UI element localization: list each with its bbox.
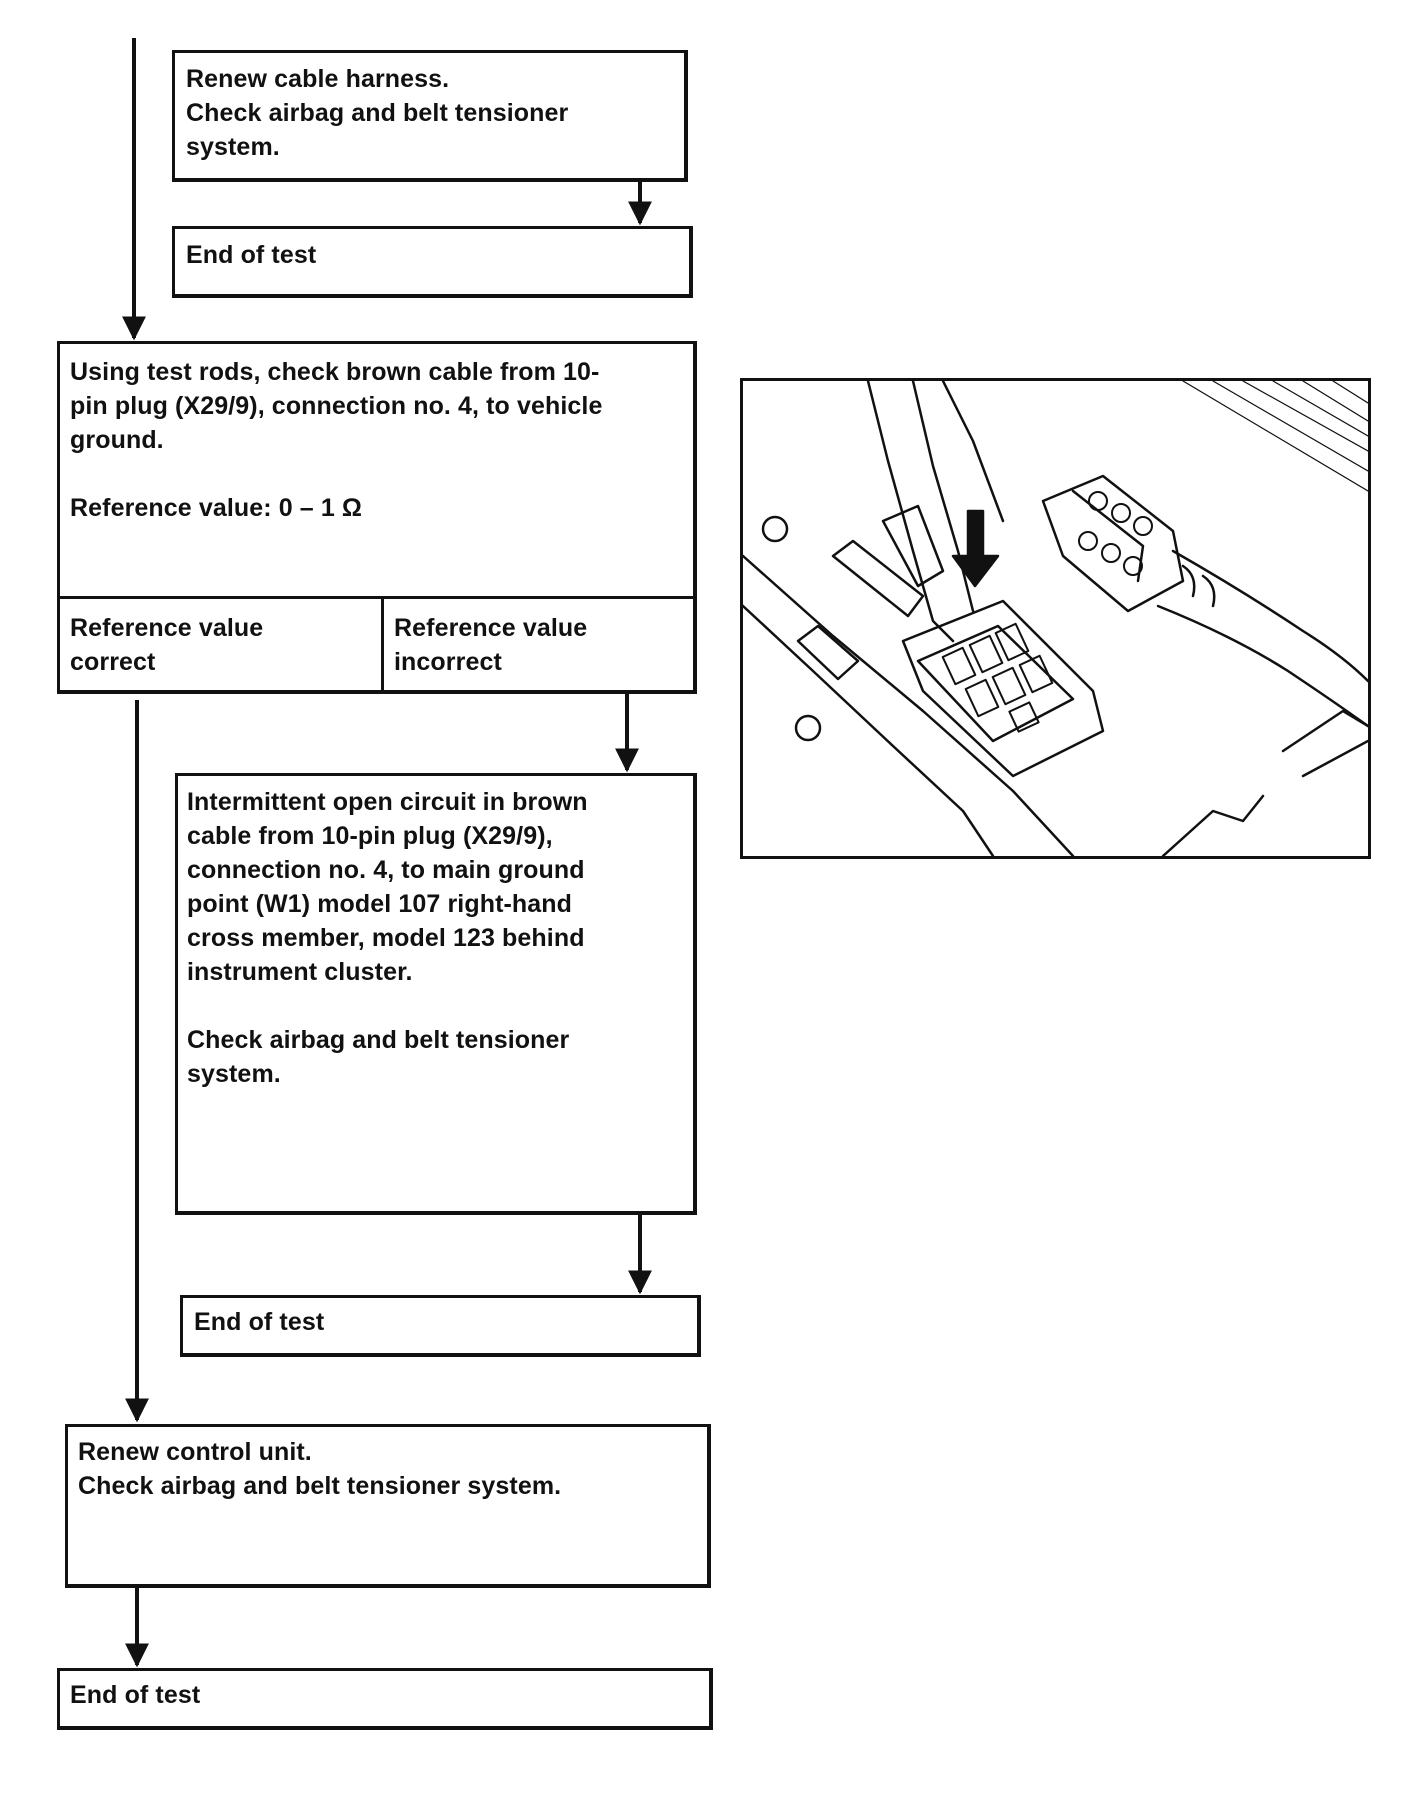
box-end-of-test-1 [172,226,693,298]
text-renew-control-unit: Renew control unit. Check airbag and bel… [78,1438,562,1500]
box-check-brown-cable [57,341,697,694]
box-end-of-test-2 [180,1295,701,1357]
text-intermittent-open-circuit: Intermittent open circuit in brown cable… [187,788,588,1088]
divider-horizontal [57,596,697,599]
divider-vertical [381,596,384,694]
text-renew-cable-harness: Renew cable harness. Check airbag and be… [186,65,569,161]
box-renew-cable-harness [172,50,688,182]
text-end-of-test-2: End of test [194,1308,325,1336]
label-reference-incorrect: Reference value incorrect [394,614,588,676]
text-end-of-test-3: End of test [70,1681,201,1709]
text-end-of-test-1: End of test [186,241,317,269]
box-end-of-test-3 [57,1668,713,1730]
box-intermittent-open-circuit [175,773,697,1215]
connector-plug-illustration [740,378,1371,859]
plug-drawing-icon [743,381,1368,856]
text-check-brown-cable: Using test rods, check brown cable from … [70,358,603,522]
label-reference-correct: Reference value correct [70,614,264,676]
box-renew-control-unit [65,1424,711,1588]
